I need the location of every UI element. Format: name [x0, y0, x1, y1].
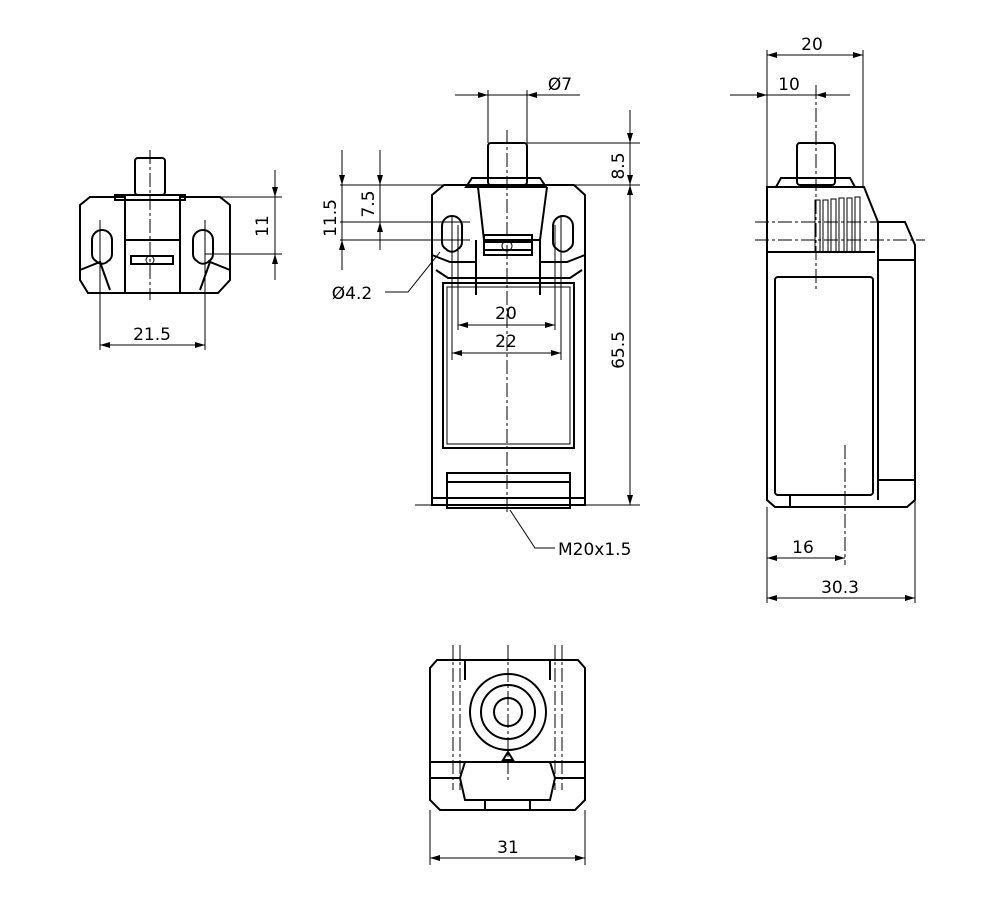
- dim-30-3: 30.3: [821, 578, 859, 598]
- bottom-view: 31: [429, 645, 586, 865]
- dim-65-5: 65.5: [609, 331, 629, 369]
- dim-22: 22: [495, 332, 517, 352]
- side-view: 20 10 16 30.3: [730, 35, 925, 603]
- dim-diameter-4-2: Ø4.2: [332, 284, 372, 304]
- dim-8-5: 8.5: [609, 152, 629, 179]
- dim-11-5: 11.5: [321, 199, 341, 237]
- front-view: Ø7 8.5 65.5 11.5 7.5 Ø4.2 20 22 M20x1.5: [321, 75, 640, 560]
- dim-11: 11: [253, 215, 273, 237]
- dim-16: 16: [792, 538, 814, 558]
- dim-20-side: 20: [801, 35, 823, 55]
- dim-10: 10: [778, 75, 800, 95]
- dim-20-front: 20: [495, 304, 517, 324]
- dim-21-5: 21.5: [133, 325, 171, 345]
- left-view: 11 21.5: [79, 150, 282, 350]
- dim-diameter-7: Ø7: [548, 75, 572, 95]
- thread-callout: M20x1.5: [558, 540, 631, 560]
- dim-31: 31: [497, 838, 519, 858]
- dim-7-5: 7.5: [359, 190, 379, 217]
